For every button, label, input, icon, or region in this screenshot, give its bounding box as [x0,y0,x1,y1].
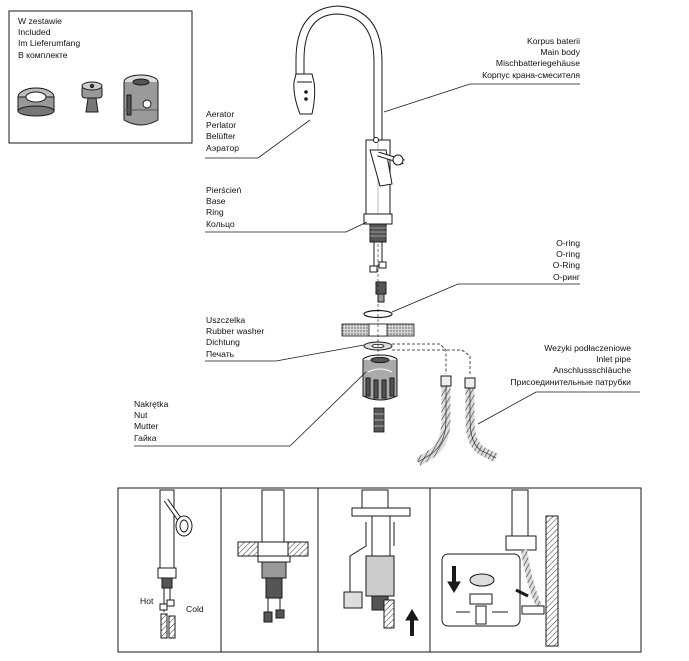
nut-label-en: Nut [134,410,148,421]
washer-label-ru: Печать [206,348,235,359]
washer-label-de: Dichtung [206,337,240,348]
included-box [8,10,193,144]
oring-label-ru: O-ринг [552,271,580,282]
ring-label: Pierścień Base Ring Кольцо [206,185,241,230]
assembly-guide-lines [392,343,471,376]
washer-label-pl: Uszczelka [206,315,246,325]
included-label: W zestawie Included Im Lieferumfang В ко… [18,16,80,61]
included-wrench-icon [81,81,103,113]
step-4-hose-connect [441,489,559,647]
cold-label: Cold [186,604,204,614]
nut-part [362,354,398,401]
body-label-pl: Korpus baterii [526,36,580,46]
aerator-label-ru: Аэратор [206,142,240,153]
included-line-en: Included [18,27,51,38]
included-line-pl: W zestawie [18,16,62,26]
oring-label-pl: O-ring [556,238,580,248]
body-label-ru: Корпус крана-смесителя [482,69,580,80]
step-3-nut-tighten [343,489,419,636]
body-label-en: Main body [540,47,580,58]
inlet-label: Wezyki podłaczeniowe Inlet pipe Anschlus… [510,343,631,388]
aerator-label-en: Perlator [206,120,237,131]
nut-label-de: Mutter [134,421,159,432]
inlet-label-ru: Присоединительные патрубки [510,376,631,387]
faucet-main-body [293,5,405,303]
hot-label: Hot [140,596,154,606]
inlet-label-en: Inlet pipe [596,354,631,365]
included-ring-icon [17,87,55,117]
ring-label-ru: Кольцо [206,218,235,229]
inlet-pipes [415,375,499,466]
washer-label: Uszczelka Rubber washer Dichtung Печать [206,315,264,360]
aerator-label-pl: Aerator [206,109,235,119]
ring-label-pl: Pierścień [206,185,242,195]
included-aerator-icon [123,74,159,126]
oring-label: O-ring O-ring O-Ring O-ринг [553,238,580,283]
washer-label-en: Rubber washer [206,326,265,337]
inlet-label-de: Anschlussschläuche [553,365,631,376]
ring-label-de: Ring [206,207,224,218]
included-line-de: Im Lieferumfang [18,38,81,49]
aerator-label-de: Belüfter [206,131,236,142]
oring-label-de: O-Ring [552,260,580,271]
step-panels [117,487,642,653]
nut-label-pl: Nakrętka [134,399,169,409]
oring-label-en: O-ring [556,249,580,260]
included-line-ru: В комплекте [18,49,68,60]
inlet-label-pl: Wezyki podłaczeniowe [544,343,631,353]
nut-label: Nakrętka Nut Mutter Гайка [134,399,168,444]
ring-label-en: Base [206,196,226,207]
body-label-de: Mischbatteriegehäuse [495,58,580,69]
body-label: Korpus baterii Main body Mischbatteriege… [482,36,580,81]
step-2-countertop-mount [237,489,309,623]
nut-label-ru: Гайка [134,432,157,443]
callout-leaders [134,83,640,447]
aerator-label: Aerator Perlator Belüfter Аэратор [206,109,239,154]
step-1-faucet [157,489,193,639]
